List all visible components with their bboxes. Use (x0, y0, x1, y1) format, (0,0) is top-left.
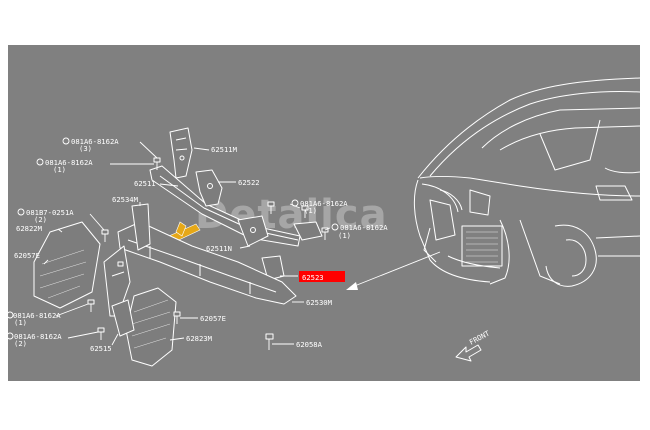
part-labels: 081A6-8162A (3) 081A6-8162A (1) 081A6-81… (6, 137, 388, 353)
label-bolt-lower-left-qty: (1) (14, 318, 27, 327)
car-front-illustration (413, 77, 641, 287)
bolt-icon (101, 229, 109, 242)
part-62530m-core-support (117, 221, 297, 305)
bolt-icon (97, 327, 105, 340)
part-62822m-shield (33, 221, 101, 309)
leader-arrow-head (346, 282, 358, 290)
part-62523-clip (293, 221, 323, 241)
label-bolt-top-qty: (3) (79, 144, 92, 153)
label-62511n: 62511N (206, 244, 232, 253)
label-62534m: 62534M (112, 195, 139, 204)
label-bolt-bottom-qty: (2) (14, 339, 27, 348)
part-62511m-bracket (169, 127, 193, 179)
label-bolt-top: 081A6-8162A (71, 137, 119, 146)
label-bolt-mid2: 081A6-8162A (340, 223, 388, 232)
part-62823m-shield (125, 287, 177, 367)
label-62530m: 62530M (306, 298, 333, 307)
label-62522: 62522 (238, 178, 260, 187)
bolt-icon (87, 299, 95, 312)
part-62511-upper-member (149, 165, 301, 247)
bolt-icon (301, 205, 309, 218)
part-62522-bracket (195, 169, 223, 207)
label-bolt-mid-qty: (1) (304, 206, 317, 215)
label-bolt-upper-qty: (1) (53, 165, 66, 174)
label-62511m: 62511M (211, 145, 238, 154)
label-bolt-left: 081B7-0251A (26, 208, 74, 217)
part-62511n-bracket (237, 215, 285, 281)
bolt-icon (173, 311, 181, 324)
label-bolt-upper: 081A6-8162A (45, 158, 93, 167)
label-bolt-left-qty: (2) (34, 215, 47, 224)
label-bolt-bottom: 081A6-8162A (14, 332, 62, 341)
diagram-panel (8, 45, 640, 381)
label-62823m: 62823M (186, 334, 213, 343)
label-62822m: 62822M (16, 224, 43, 233)
label-62058a: 62058A (296, 340, 323, 349)
bolt-icon (267, 201, 275, 214)
part-62515-bracket (111, 299, 135, 337)
label-62515: 62515 (90, 344, 112, 353)
label-bolt-mid: 081A6-8162A (300, 199, 348, 208)
bolt-icon (117, 261, 124, 267)
label-62511: 62511 (134, 179, 156, 188)
label-bolt-lower-left: 081A6-8162A (13, 311, 61, 320)
highlight-box (299, 271, 345, 282)
label-62057e: 62057E (200, 314, 226, 323)
label-62057e-left: 62057E (14, 251, 40, 260)
bolt-icon (265, 333, 274, 350)
leader-arrow-line (351, 251, 441, 288)
label-62523: 62523 (302, 273, 324, 282)
label-bolt-mid2-qty: (1) (338, 231, 351, 240)
